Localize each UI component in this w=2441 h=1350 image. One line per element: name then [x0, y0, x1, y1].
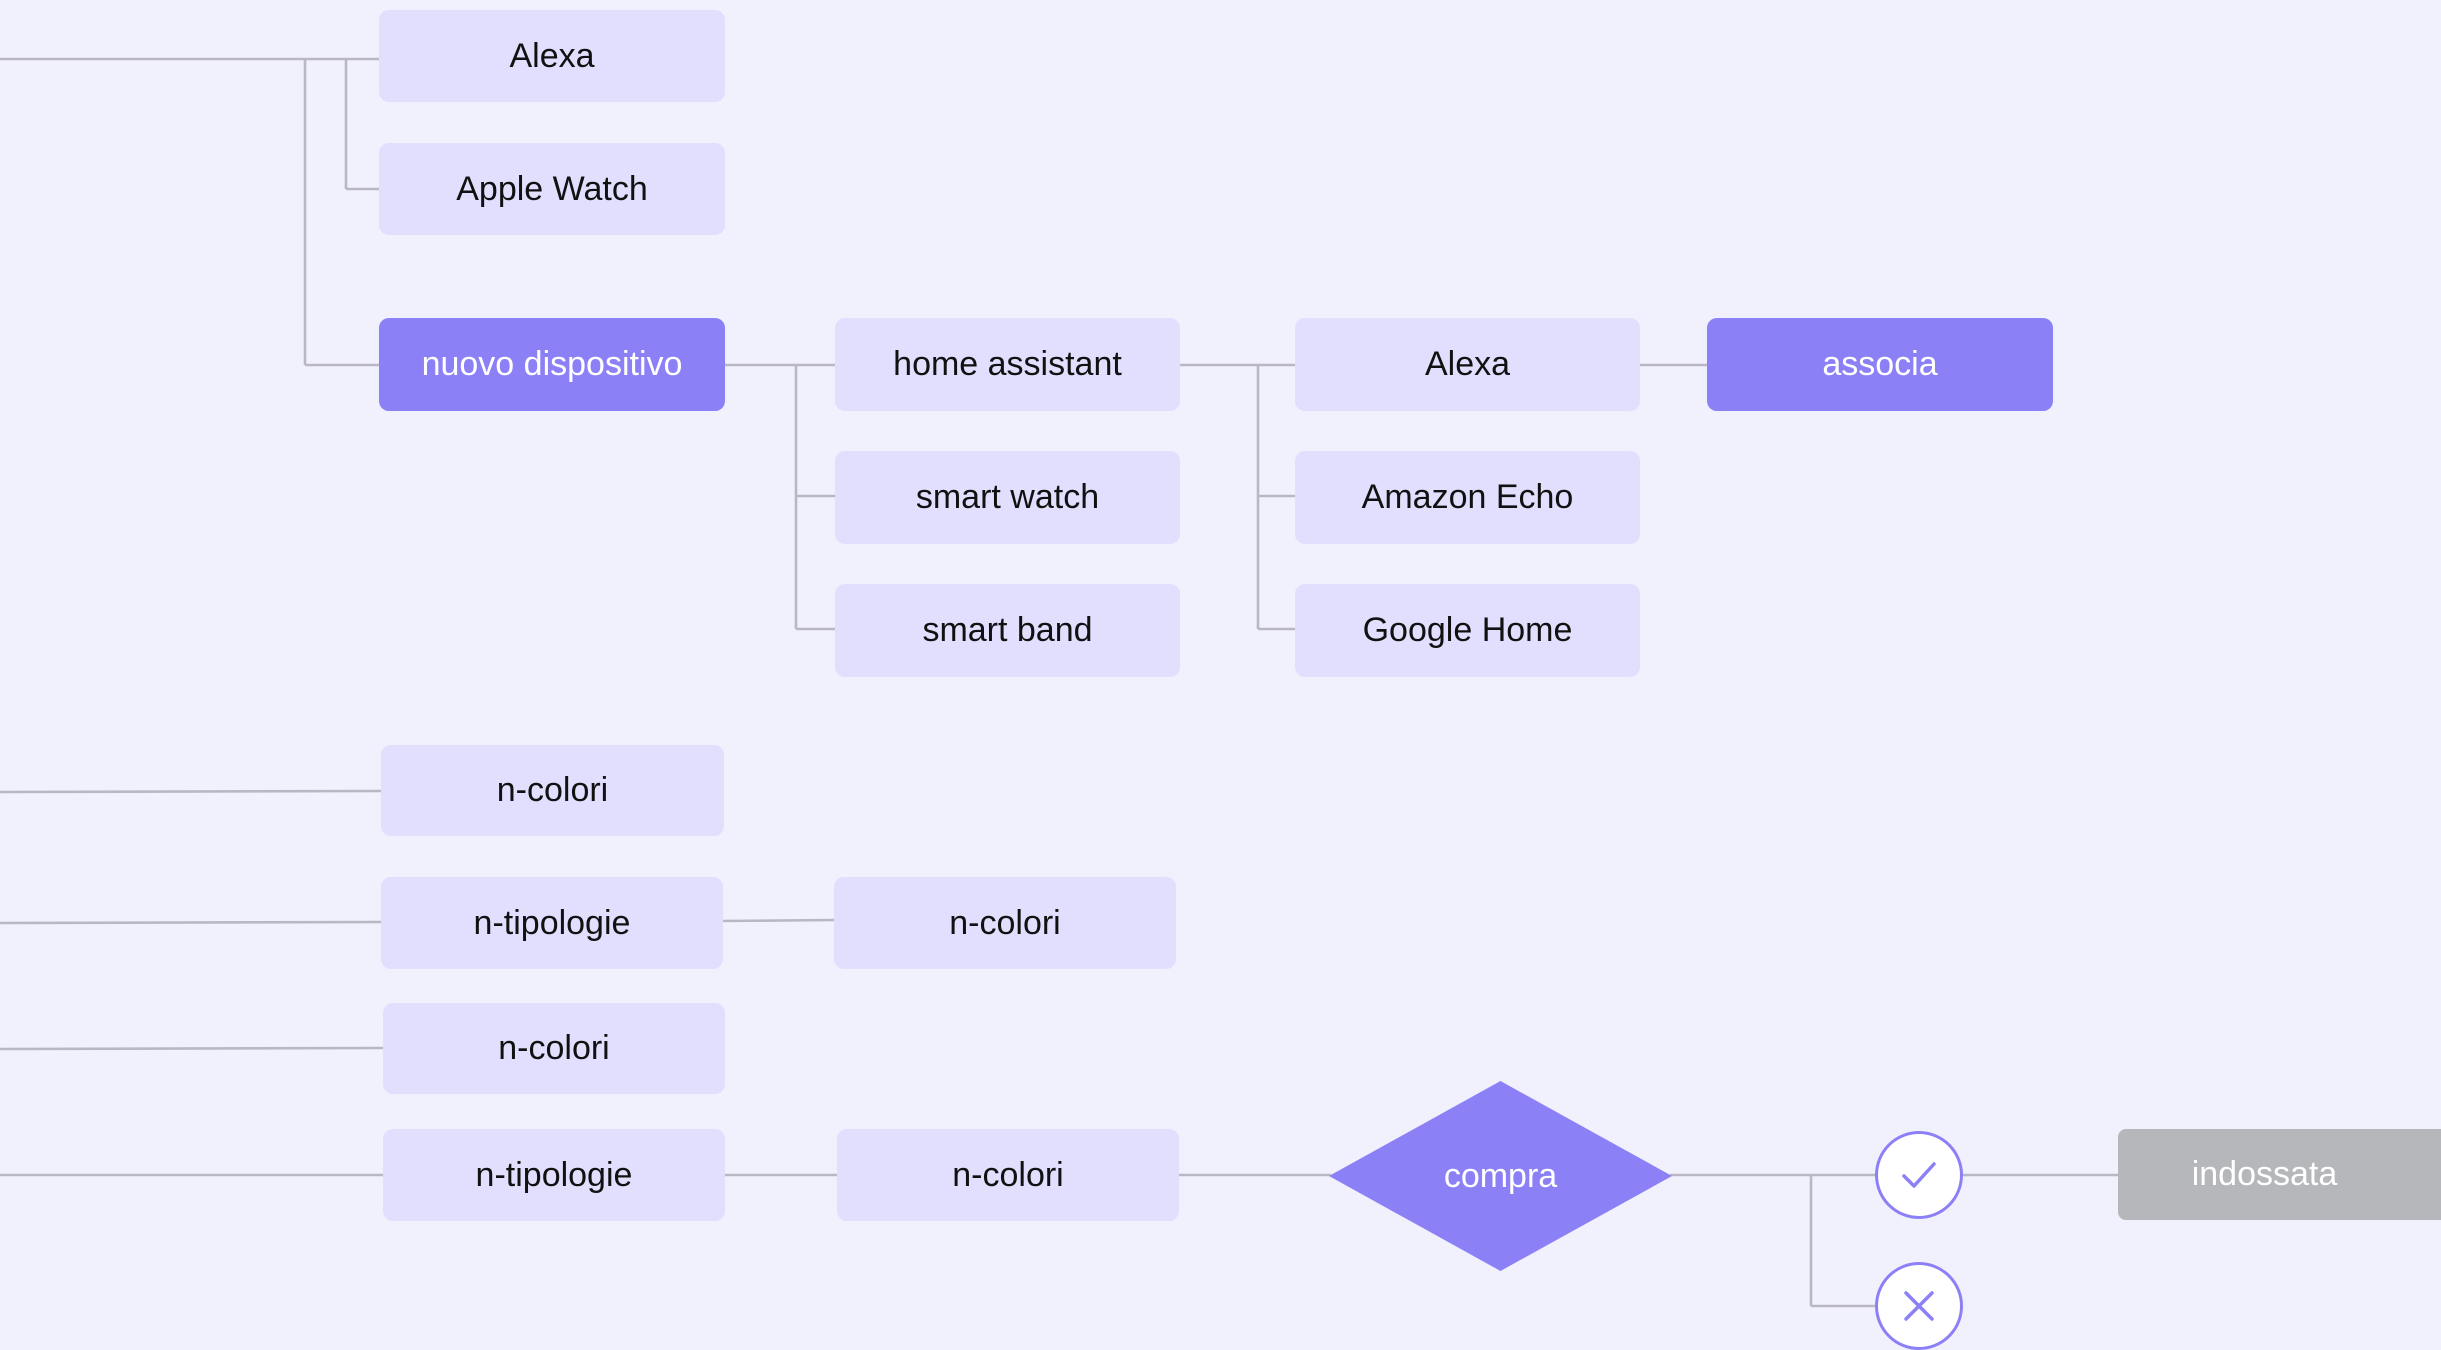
- close-icon: [1904, 1291, 1934, 1321]
- node-label: Google Home: [1362, 611, 1573, 649]
- decision-compra[interactable]: compra: [1329, 1081, 1672, 1271]
- node-label: Alexa: [509, 36, 595, 75]
- node-apple-watch[interactable]: Apple Watch: [379, 143, 725, 235]
- node-n-colori-1[interactable]: n-colori: [381, 745, 724, 836]
- node-indossata[interactable]: indossata: [2118, 1129, 2441, 1220]
- node-amazon-echo[interactable]: Amazon Echo: [1295, 451, 1640, 544]
- node-label: smart watch: [915, 478, 1100, 516]
- node-nuovo-dispositivo[interactable]: nuovo dispositivo: [379, 318, 725, 411]
- node-smart-watch[interactable]: smart watch: [835, 451, 1180, 544]
- node-label: associa: [1822, 345, 1938, 383]
- confirm-circle[interactable]: [1875, 1131, 1963, 1219]
- node-label: n-tipologie: [475, 1155, 633, 1194]
- node-label: nuovo dispositivo: [421, 345, 683, 383]
- node-n-tipologie-2[interactable]: n-tipologie: [383, 1129, 725, 1221]
- node-n-colori-4[interactable]: n-colori: [837, 1129, 1179, 1221]
- node-n-colori-2[interactable]: n-colori: [834, 877, 1176, 969]
- check-icon: [1902, 1162, 1936, 1188]
- node-alexa[interactable]: Alexa: [1295, 318, 1640, 411]
- cancel-circle[interactable]: [1875, 1262, 1963, 1350]
- node-label: n-colori: [498, 1029, 610, 1067]
- decision-label: compra: [1443, 1156, 1558, 1195]
- node-smart-band[interactable]: smart band: [835, 584, 1180, 677]
- node-n-colori-3[interactable]: n-colori: [383, 1003, 725, 1094]
- node-label: smart band: [922, 611, 1093, 649]
- node-label: Amazon Echo: [1361, 478, 1574, 516]
- node-n-tipologie-1[interactable]: n-tipologie: [381, 877, 723, 969]
- node-associa[interactable]: associa: [1707, 318, 2053, 411]
- node-label: indossata: [2191, 1155, 2338, 1193]
- node-label: home assistant: [893, 345, 1122, 383]
- node-label: n-colori: [496, 771, 609, 809]
- diamond-shape: [1329, 1081, 1672, 1271]
- node-label: n-colori: [952, 1155, 1064, 1194]
- node-alexa-top[interactable]: Alexa: [379, 10, 725, 102]
- node-label: Alexa: [1424, 345, 1511, 383]
- node-label: Apple Watch: [456, 169, 648, 208]
- node-google-home[interactable]: Google Home: [1295, 584, 1640, 677]
- node-label: n-tipologie: [473, 903, 631, 942]
- node-label: n-colori: [949, 903, 1061, 942]
- node-home-assistant[interactable]: home assistant: [835, 318, 1180, 411]
